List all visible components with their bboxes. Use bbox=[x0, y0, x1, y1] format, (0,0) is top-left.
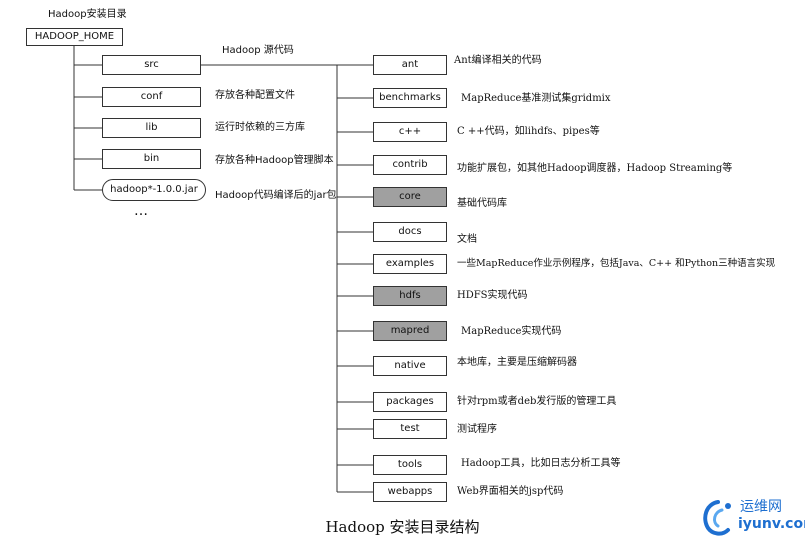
child-desc-jar: Hadoop代码编译后的jar包 bbox=[215, 190, 337, 201]
src-desc-webapps: Web界面相关的jsp代码 bbox=[457, 486, 564, 497]
src-box-hdfs: hdfs bbox=[373, 286, 447, 306]
src-desc-native: 本地库，主要是压缩解码器 bbox=[457, 357, 577, 368]
src-box-core: core bbox=[373, 187, 447, 207]
src-box-tools: tools bbox=[373, 455, 447, 475]
watermark-logo: 运维网 iyunv.com bbox=[698, 494, 805, 540]
src-box-contrib: contrib bbox=[373, 155, 447, 175]
src-box-ant: ant bbox=[373, 55, 447, 75]
watermark-text-cn: 运维网 bbox=[740, 499, 782, 515]
src-box-mapred: mapred bbox=[373, 321, 447, 341]
src-desc-hdfs: HDFS实现代码 bbox=[457, 290, 528, 301]
src-box-benchmarks: benchmarks bbox=[373, 88, 447, 108]
child-desc-bin: 存放各种Hadoop管理脚本 bbox=[215, 155, 334, 166]
src-desc-benchmarks: MapReduce基准测试集gridmix bbox=[461, 93, 611, 104]
child-box-src: src bbox=[102, 55, 201, 75]
src-box-cpp: c++ bbox=[373, 122, 447, 142]
src-box-docs: docs bbox=[373, 222, 447, 242]
root-caption: Hadoop安装目录 bbox=[48, 9, 127, 20]
child-box-conf: conf bbox=[102, 87, 201, 107]
src-desc-examples: 一些MapReduce作业示例程序，包括Java、C++ 和Python三种语言… bbox=[457, 258, 776, 269]
src-desc-contrib: 功能扩展包，如其他Hadoop调度器，Hadoop Streaming等 bbox=[457, 163, 733, 174]
src-desc-ant: Ant编译相关的代码 bbox=[454, 55, 542, 66]
child-box-lib: lib bbox=[102, 118, 201, 138]
src-desc-tools: Hadoop工具，比如日志分析工具等 bbox=[461, 458, 621, 469]
src-desc-test: 测试程序 bbox=[457, 424, 497, 435]
src-desc-packages: 针对rpm或者deb发行版的管理工具 bbox=[457, 396, 617, 407]
src-desc-cpp: C ++代码，如lihdfs、pipes等 bbox=[457, 126, 600, 137]
src-box-examples: examples bbox=[373, 254, 447, 274]
src-desc-core: 基础代码库 bbox=[457, 198, 507, 209]
src-box-packages: packages bbox=[373, 392, 447, 412]
src-box-webapps: webapps bbox=[373, 482, 447, 502]
child-desc-lib: 运行时依赖的三方库 bbox=[215, 122, 305, 133]
figure-caption: Hadoop 安装目录结构 bbox=[325, 518, 480, 536]
more-ellipsis: … bbox=[134, 203, 149, 219]
root-box: HADOOP_HOME bbox=[26, 28, 123, 46]
src-box-test: test bbox=[373, 419, 447, 439]
child-desc-conf: 存放各种配置文件 bbox=[215, 90, 295, 101]
child-box-jar: hadoop*-1.0.0.jar bbox=[102, 179, 206, 201]
child-box-bin: bin bbox=[102, 149, 201, 169]
watermark-text-domain: iyunv.com bbox=[738, 516, 805, 532]
src-desc-mapred: MapReduce实现代码 bbox=[461, 326, 562, 337]
src-box-native: native bbox=[373, 356, 447, 376]
src-desc-docs: 文档 bbox=[457, 234, 477, 245]
watermark-swirl-icon bbox=[703, 500, 731, 536]
child-desc-src: Hadoop 源代码 bbox=[222, 45, 294, 56]
